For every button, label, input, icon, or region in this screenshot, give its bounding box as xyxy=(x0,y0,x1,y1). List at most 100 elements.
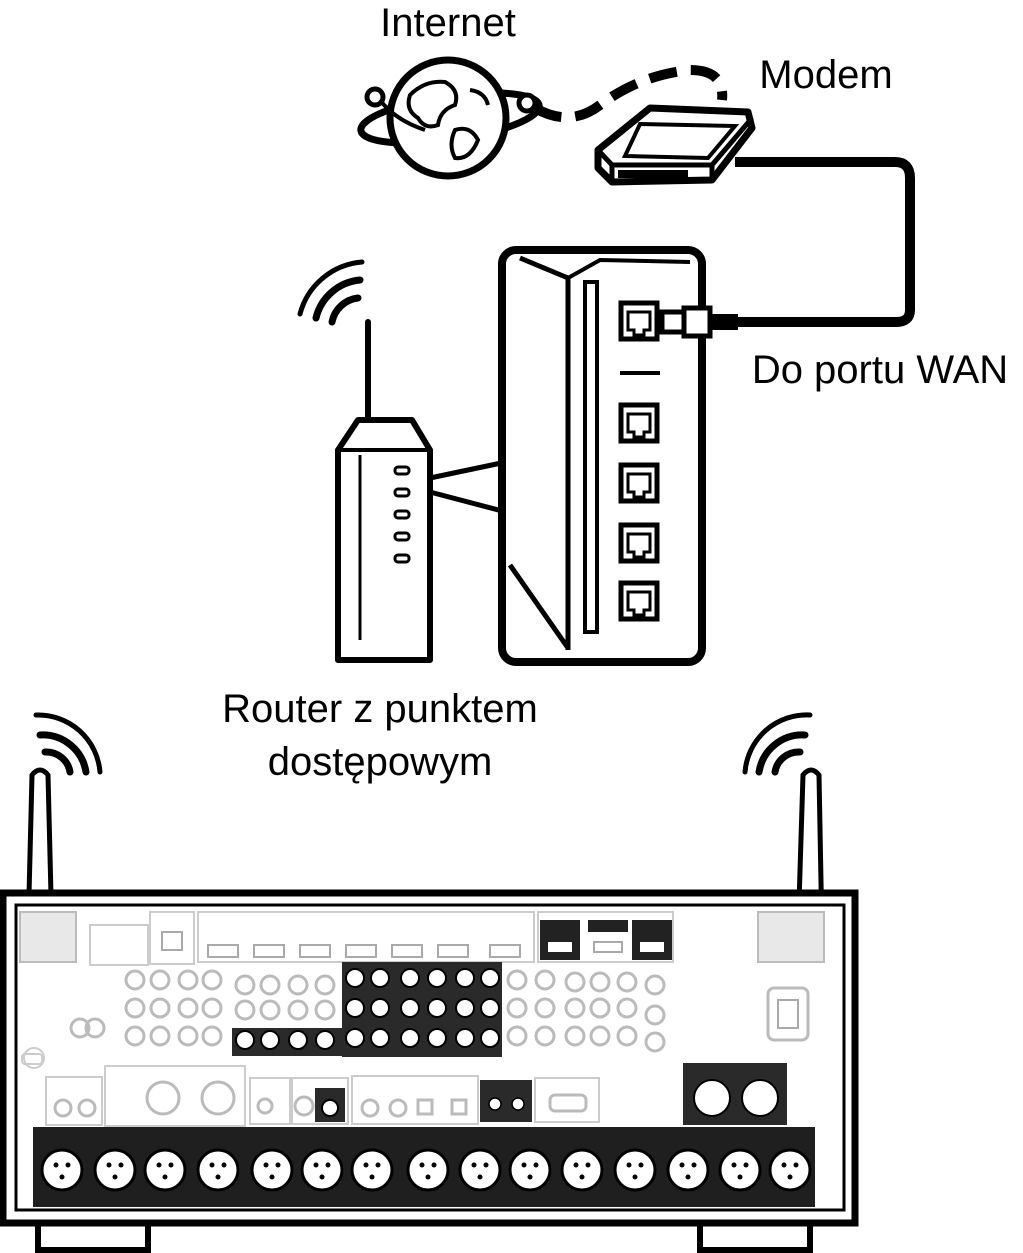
jack-connector xyxy=(325,1162,331,1168)
jack-connector xyxy=(215,1174,221,1180)
jack-connector xyxy=(112,1174,118,1180)
globe-icon xyxy=(357,56,543,180)
jack-connector xyxy=(84,1017,106,1039)
jack-connector xyxy=(287,974,309,996)
jack-connector xyxy=(370,1028,390,1048)
jack-connector xyxy=(534,1025,556,1047)
jack-connector xyxy=(613,1148,657,1192)
wan-port-label: Do portu WAN xyxy=(752,348,1008,392)
jack-connector xyxy=(632,1174,638,1180)
jack-connector xyxy=(644,1004,666,1026)
jack-connector xyxy=(287,999,309,1021)
jack-connector xyxy=(345,1028,365,1048)
jack-connector xyxy=(162,1174,168,1180)
jack-connector xyxy=(400,998,420,1018)
jack-connector xyxy=(638,1162,644,1168)
jack-connector xyxy=(781,1162,787,1168)
jack-connector xyxy=(400,968,420,988)
jack-connector xyxy=(626,1162,632,1168)
jack-connector xyxy=(564,1025,586,1047)
jack-connector xyxy=(235,1030,255,1050)
jack-connector xyxy=(300,1148,344,1192)
wifi-signal-icon xyxy=(33,712,813,776)
jack-connector xyxy=(263,1162,269,1168)
jack-connector xyxy=(589,997,611,1019)
jack-connector xyxy=(527,1174,533,1180)
wifi-signal-icon xyxy=(297,259,365,326)
jack-connector xyxy=(350,1148,394,1192)
jack-connector xyxy=(40,1148,84,1192)
jack-connector xyxy=(406,1148,450,1192)
jack-connector xyxy=(431,1162,437,1168)
jack-connector xyxy=(585,1162,591,1168)
jack-connector xyxy=(506,1025,528,1047)
jack-connector xyxy=(259,974,281,996)
jack-connector xyxy=(455,1028,475,1048)
jack-connector xyxy=(201,969,223,991)
jack-connector xyxy=(363,1162,369,1168)
modem-label: Modem xyxy=(759,53,892,97)
jack-connector xyxy=(579,1174,585,1180)
jack-connector xyxy=(149,1025,171,1047)
jack-connector xyxy=(177,969,199,991)
wan-cable xyxy=(735,157,915,327)
jack-connector xyxy=(768,1148,812,1192)
internet-dashed-link xyxy=(532,64,728,123)
jack-connector xyxy=(234,974,256,996)
jack-connector xyxy=(455,998,475,1018)
jack-connector xyxy=(427,968,447,988)
jack-connector xyxy=(471,1162,477,1168)
jack-connector xyxy=(731,1162,737,1168)
jack-connector xyxy=(737,1174,743,1180)
jack-connector xyxy=(589,971,611,993)
jack-connector xyxy=(718,1148,762,1192)
internet-label: Internet xyxy=(380,1,516,45)
jack-connector xyxy=(564,997,586,1019)
jack-connector xyxy=(483,1162,489,1168)
jack-connector xyxy=(319,1174,325,1180)
jack-connector xyxy=(269,1174,275,1180)
jack-connector xyxy=(345,968,365,988)
jack-connector xyxy=(177,997,199,1019)
jack-connector xyxy=(149,997,171,1019)
jack-connector xyxy=(480,968,500,988)
jack-connector xyxy=(118,1162,124,1168)
jack-connector xyxy=(506,997,528,1019)
jack-connector xyxy=(506,969,528,991)
jack-connector xyxy=(480,1028,500,1048)
jack-connector xyxy=(644,974,666,996)
jack-connector xyxy=(59,1174,65,1180)
jack-connector xyxy=(196,1148,240,1192)
jack-connector xyxy=(644,1031,666,1053)
jack-connector xyxy=(177,1025,199,1047)
jack-connector xyxy=(616,997,638,1019)
jack-connector xyxy=(685,1174,691,1180)
jack-connector xyxy=(124,969,146,991)
jack-connector xyxy=(275,1162,281,1168)
av-receiver-icon xyxy=(0,889,859,1253)
jack-connector xyxy=(69,1017,91,1039)
jack-connector xyxy=(168,1162,174,1168)
jack-connector xyxy=(234,999,256,1021)
jack-connector xyxy=(315,1030,335,1050)
jack-connector xyxy=(313,1162,319,1168)
jack-connector xyxy=(477,1174,483,1180)
jack-connector xyxy=(53,1162,59,1168)
jack-connector xyxy=(793,1162,799,1168)
jack-connector xyxy=(564,971,586,993)
jack-connector xyxy=(666,1148,710,1192)
jack-connector xyxy=(427,1028,447,1048)
jack-connector xyxy=(124,997,146,1019)
rj45-plug-icon xyxy=(659,305,738,339)
jack-connector xyxy=(616,971,638,993)
jack-connector xyxy=(458,1148,502,1192)
jack-connector xyxy=(149,969,171,991)
jack-connector xyxy=(534,997,556,1019)
router-label-line1: Router z punktem xyxy=(222,687,538,731)
jack-connector xyxy=(419,1162,425,1168)
jack-connector xyxy=(260,1030,280,1050)
jack-connector xyxy=(400,1028,420,1048)
jack-connector xyxy=(425,1174,431,1180)
jack-connector xyxy=(375,1162,381,1168)
